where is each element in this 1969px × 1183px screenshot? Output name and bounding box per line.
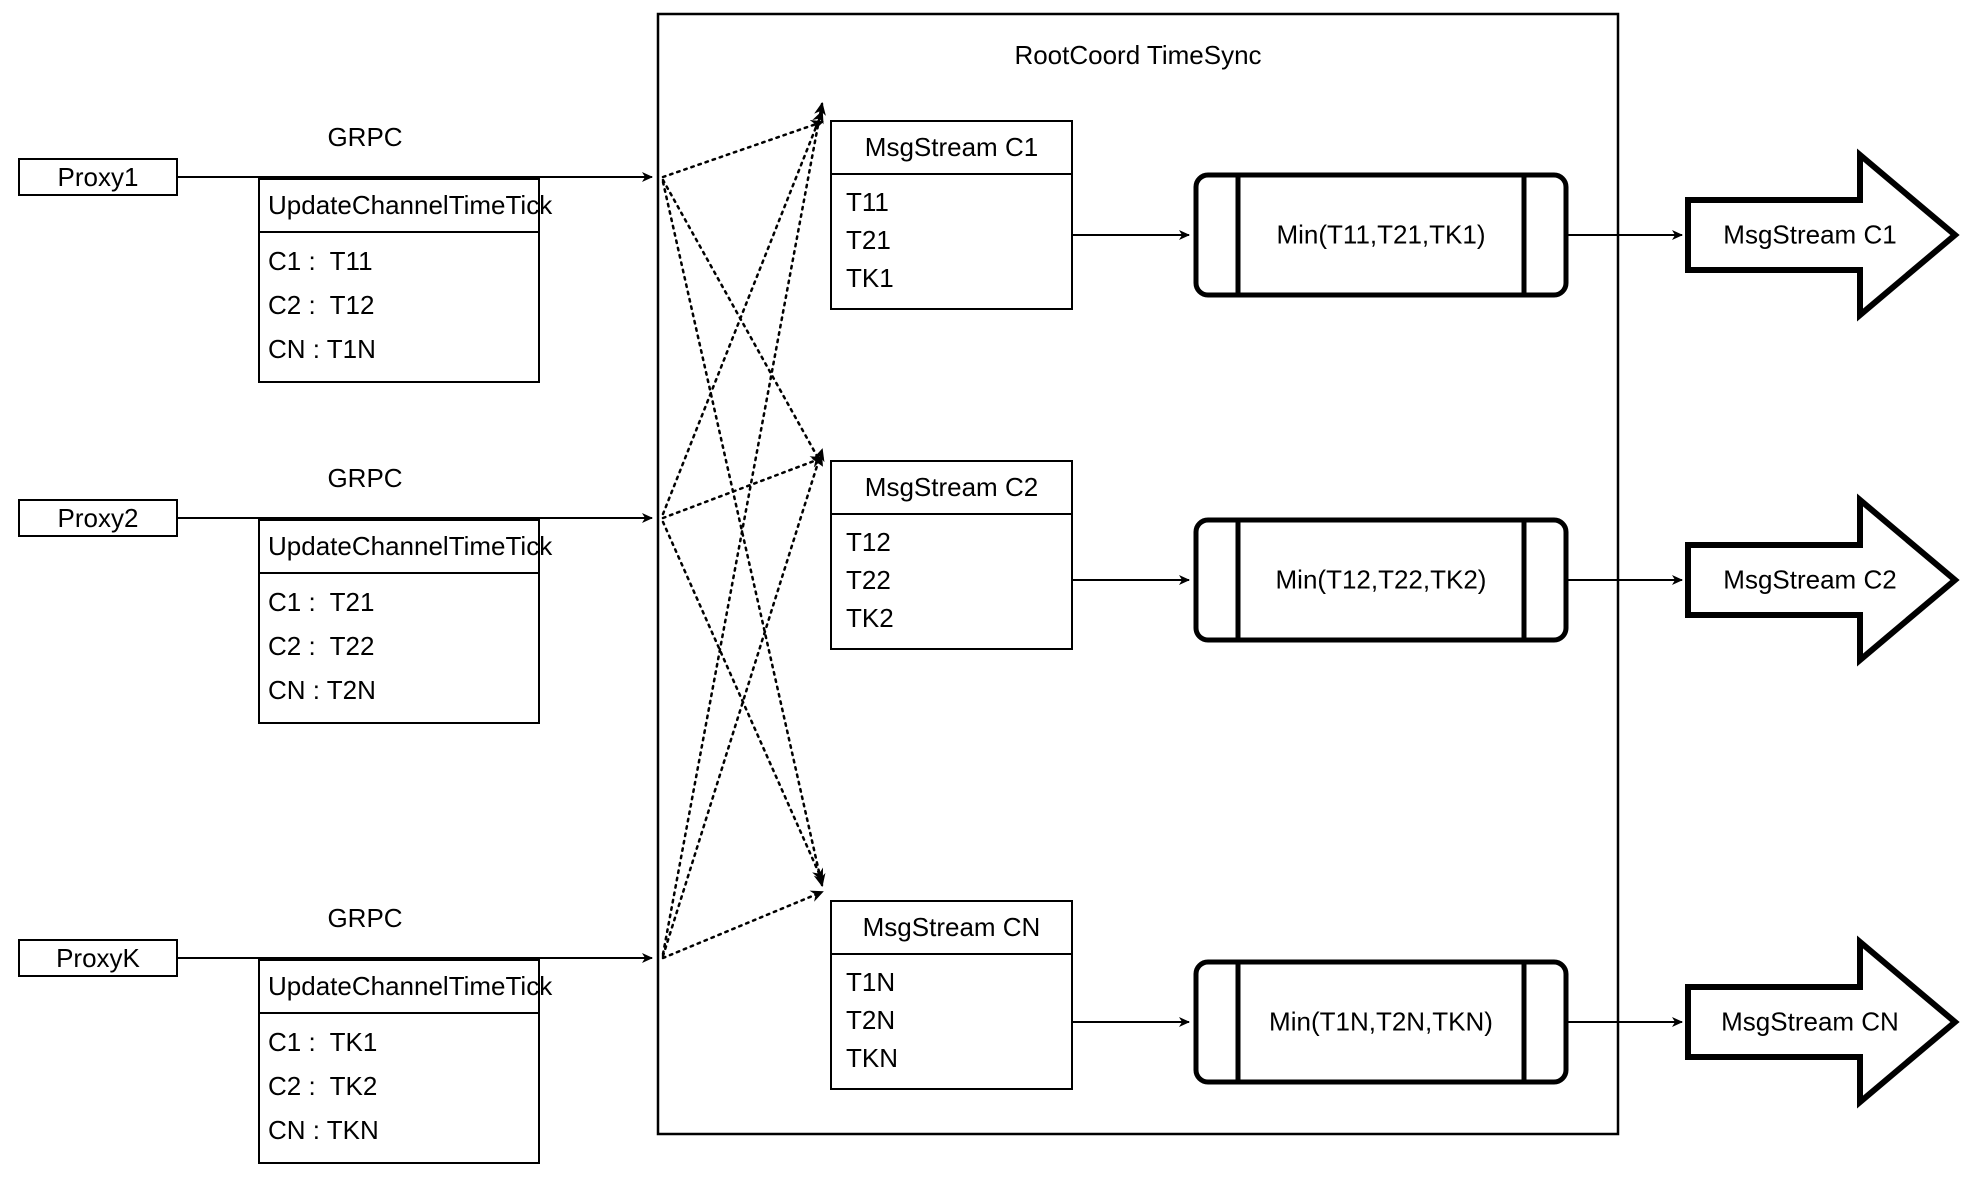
grpc-label-3: GRPC — [327, 903, 403, 933]
min-label: Min(T1N,T2N,TKN) — [1269, 1006, 1493, 1037]
min-label-wrap-1: Min(T11,T21,TK1) — [1238, 175, 1524, 295]
uct-body: C1 : T11 C2 : T12 CN : T1N — [260, 233, 538, 381]
msgstream-row: T12 — [846, 526, 891, 557]
uct-row: C1 : TK1 — [268, 1026, 378, 1057]
msgstream-table-1[interactable]: MsgStream C1 T11 T21 TK1 — [830, 120, 1073, 310]
dotted-3-to-cn — [661, 890, 824, 960]
msgstream-row: T21 — [846, 224, 891, 255]
msgstream-body: T11 T21 TK1 — [832, 175, 1071, 308]
proxy-label: ProxyK — [56, 942, 140, 973]
dotted-3-to-c1 — [661, 102, 826, 956]
uct-row: C1 : T11 — [268, 245, 373, 276]
dotted-2-to-cn — [661, 520, 824, 882]
proxy-node-1[interactable]: Proxy1 — [18, 158, 178, 196]
msgstream-title: MsgStream CN — [832, 902, 1071, 955]
min-label: Min(T12,T22,TK2) — [1275, 564, 1487, 595]
msgstream-title: MsgStream C1 — [832, 122, 1071, 175]
update-channel-timetick-table-3[interactable]: UpdateChannelTimeTick C1 : TK1 C2 : TK2 … — [258, 959, 552, 1164]
uct-row: CN : TKN — [268, 1114, 379, 1145]
msgstream-body: T12 T22 TK2 — [832, 515, 1071, 648]
container-title: RootCoord TimeSync — [1014, 40, 1262, 70]
msgstream-row: T11 — [846, 186, 889, 217]
msgstream-row: TKN — [846, 1043, 898, 1074]
rootcoord-container — [656, 12, 1620, 1136]
uct-title: UpdateChannelTimeTick — [260, 961, 552, 1014]
msgstream-row: T2N — [846, 1004, 896, 1035]
msgstream-table-2[interactable]: MsgStream C2 T12 T22 TK2 — [830, 460, 1073, 650]
output-label-wrap-1: MsgStream C1 — [1710, 200, 1910, 270]
uct-row: CN : T1N — [268, 333, 376, 364]
output-label: MsgStream C2 — [1723, 564, 1897, 595]
min-process-box-2 — [1193, 517, 1569, 643]
update-channel-timetick-table-1[interactable]: UpdateChannelTimeTick C1 : T11 C2 : T12 … — [258, 178, 552, 383]
msgstream-body: T1N T2N TKN — [832, 955, 1071, 1088]
uct-row: C1 : T21 — [268, 586, 375, 617]
output-label: MsgStream C1 — [1723, 219, 1897, 250]
min-label-wrap-2: Min(T12,T22,TK2) — [1238, 520, 1524, 640]
dotted-2-to-c1 — [661, 110, 824, 516]
output-label: MsgStream CN — [1721, 1006, 1899, 1037]
proxy-label: Proxy2 — [57, 502, 139, 533]
dotted-2-to-c2 — [661, 456, 824, 520]
uct-title: UpdateChannelTimeTick — [260, 521, 552, 574]
uct-title: UpdateChannelTimeTick — [260, 180, 552, 233]
uct-body: C1 : TK1 C2 : TK2 CN : TKN — [260, 1014, 538, 1162]
uct-row: CN : T2N — [268, 674, 376, 705]
proxy-node-3[interactable]: ProxyK — [18, 939, 178, 977]
min-label: Min(T11,T21,TK1) — [1276, 219, 1486, 250]
output-block-arrow-3 — [1685, 935, 1960, 1109]
uct-body: C1 : T21 C2 : T22 CN : T2N — [260, 574, 538, 722]
proxy-node-2[interactable]: Proxy2 — [18, 499, 178, 537]
min-label-wrap-3: Min(T1N,T2N,TKN) — [1238, 962, 1524, 1082]
msgstream-row: T22 — [846, 564, 891, 595]
grpc-label-1: GRPC — [327, 122, 403, 152]
msgstream-row: T1N — [846, 966, 896, 997]
dotted-1-to-c1 — [661, 119, 824, 179]
msgstream-row: TK1 — [846, 263, 894, 294]
proxy-label: Proxy1 — [57, 161, 139, 192]
uct-row: C2 : TK2 — [268, 1070, 378, 1101]
grpc-label-2: GRPC — [327, 463, 403, 493]
output-label-wrap-3: MsgStream CN — [1710, 987, 1910, 1057]
msgstream-table-3[interactable]: MsgStream CN T1N T2N TKN — [830, 900, 1073, 1090]
dotted-1-to-c2 — [661, 178, 824, 467]
uct-row: C2 : T12 — [268, 289, 375, 320]
update-channel-timetick-table-2[interactable]: UpdateChannelTimeTick C1 : T21 C2 : T22 … — [258, 519, 552, 724]
msgstream-title: MsgStream C2 — [832, 462, 1071, 515]
output-label-wrap-2: MsgStream C2 — [1710, 545, 1910, 615]
msgstream-row: TK2 — [846, 603, 894, 634]
dotted-3-to-c2 — [661, 448, 825, 958]
output-block-arrow-2 — [1685, 493, 1960, 667]
uct-row: C2 : T22 — [268, 630, 375, 661]
output-block-arrow-1 — [1685, 148, 1960, 322]
